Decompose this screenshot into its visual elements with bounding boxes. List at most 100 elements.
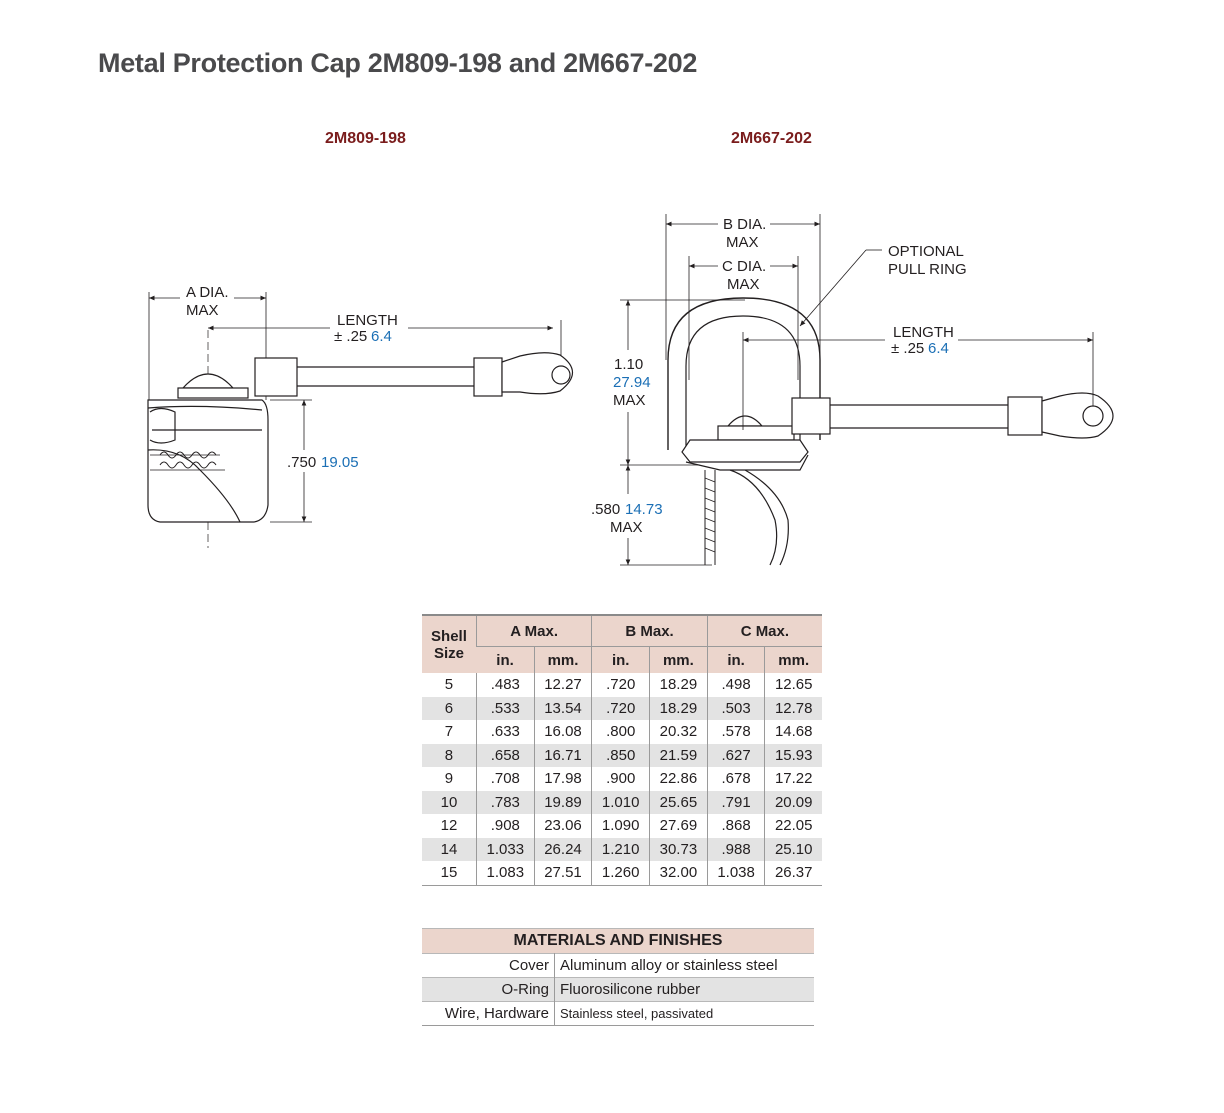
- dimension-cell: 26.37: [764, 861, 822, 886]
- dimension-cell: 1.083: [475, 861, 535, 886]
- dimension-cell: .800: [591, 720, 650, 744]
- material-part: Wire, Hardware: [422, 1001, 555, 1026]
- dimension-cell: .868: [706, 814, 765, 838]
- c-dia-label: C DIA.: [722, 258, 766, 275]
- pull-ring-label: OPTIONAL: [888, 243, 964, 260]
- materials-table: MATERIALS AND FINISHES Cover Aluminum al…: [422, 928, 814, 1026]
- dimension-cell: 1.033: [475, 837, 535, 861]
- dimension-cell: .658: [475, 743, 535, 767]
- unit-header: in.: [591, 646, 650, 673]
- unit-header: mm.: [649, 646, 708, 673]
- material-value: Aluminum alloy or stainless steel: [554, 953, 814, 978]
- dimension-cell: 27.51: [533, 861, 592, 886]
- shell-size-cell: 9: [444, 770, 454, 788]
- dimension-cell: .578: [706, 720, 765, 744]
- dimension-cell: .627: [706, 743, 765, 767]
- shell-size-cell: 5: [444, 676, 454, 694]
- dimension-cell: .720: [591, 673, 650, 697]
- table-row: Wire, Hardware Stainless steel, passivat…: [422, 1001, 814, 1026]
- shell-size-cell: 12: [440, 817, 458, 835]
- shell-size-cell: 7: [444, 723, 454, 741]
- dimension-cell: 25.65: [649, 790, 708, 814]
- dimension-cell: 16.08: [533, 720, 592, 744]
- unit-header: mm.: [764, 646, 822, 673]
- group-header: A Max.: [475, 614, 592, 647]
- dimension-cell: .850: [591, 743, 650, 767]
- dimension-cell: 26.24: [533, 837, 592, 861]
- dimension-cell: 1.010: [591, 790, 650, 814]
- h2-mm: 14.73: [625, 501, 663, 518]
- right-length-label: LENGTH: [893, 324, 954, 341]
- dimension-cell: 12.78: [764, 696, 822, 720]
- table-row: Cover Aluminum alloy or stainless steel: [422, 953, 814, 978]
- dimension-cell: .483: [475, 673, 535, 697]
- unit-header: in.: [476, 646, 535, 673]
- dimension-cell: 19.89: [533, 790, 592, 814]
- drawing-label-2m809-198: 2M809-198: [325, 130, 406, 147]
- dimensions-table: Shell Size A Max. B Max. C Max. in. mm. …: [422, 614, 822, 886]
- dimension-cell: 15.93: [764, 743, 822, 767]
- dimension-cell: 22.86: [649, 767, 708, 791]
- material-value: Stainless steel, passivated: [554, 1001, 814, 1026]
- dimension-cell: .498: [706, 673, 765, 697]
- shell-size-cell: 6: [422, 696, 477, 720]
- dimension-cell: 12.27: [533, 673, 592, 697]
- dimension-cell: 18.29: [649, 696, 708, 720]
- table-row: O-Ring Fluorosilicone rubber: [422, 977, 814, 1002]
- dimension-cell: 21.59: [649, 743, 708, 767]
- cap-drawing-2m809-198: [147, 292, 574, 548]
- b-dia-label: B DIA.: [723, 216, 766, 233]
- dimension-cell: .503: [706, 696, 765, 720]
- dimension-cell: .791: [706, 790, 765, 814]
- dimension-cell: 1.090: [591, 814, 650, 838]
- shell-size-cell: 8: [422, 743, 477, 767]
- dimension-cell: 27.69: [649, 814, 708, 838]
- dimension-cell: 16.71: [533, 743, 592, 767]
- group-header: B Max.: [591, 614, 708, 647]
- dimension-cell: .783: [475, 790, 535, 814]
- dimension-cell: .908: [475, 814, 535, 838]
- material-part: Cover: [422, 953, 555, 978]
- unit-header: mm.: [533, 646, 592, 673]
- dimension-cell: 18.29: [649, 673, 708, 697]
- material-part: O-Ring: [422, 977, 555, 1002]
- dimension-cell: 17.98: [533, 767, 592, 791]
- left-length-tolerance: ± .25: [334, 328, 367, 345]
- right-length-tolerance: ± .25: [891, 340, 924, 357]
- group-header: C Max.: [706, 614, 822, 647]
- right-length-mm: 6.4: [928, 340, 949, 357]
- dimension-cell: 25.10: [764, 837, 822, 861]
- dimension-cell: 20.09: [764, 790, 822, 814]
- dimension-cell: 13.54: [533, 696, 592, 720]
- dimension-cell: 1.210: [591, 837, 650, 861]
- dimension-cell: .678: [706, 767, 765, 791]
- material-value: Fluorosilicone rubber: [554, 977, 814, 1002]
- dimension-cell: 30.73: [649, 837, 708, 861]
- dimension-cell: .720: [591, 696, 650, 720]
- h1-in: 1.10: [614, 356, 643, 373]
- left-height-mm: 19.05: [321, 454, 359, 471]
- materials-header: MATERIALS AND FINISHES: [422, 928, 814, 954]
- dimension-cell: 1.038: [706, 861, 765, 886]
- dimension-cell: .900: [591, 767, 650, 791]
- dimension-cell: 32.00: [649, 861, 708, 886]
- left-height-in: .750: [287, 454, 316, 471]
- a-dia-max-label: MAX: [186, 302, 219, 319]
- a-dia-label: A DIA.: [186, 284, 229, 301]
- dimension-cell: 17.22: [764, 767, 822, 791]
- shell-size-cell: 14: [422, 837, 477, 861]
- h1-max: MAX: [613, 392, 646, 409]
- dimension-cell: 1.260: [591, 861, 650, 886]
- h2-in: .580: [591, 501, 620, 518]
- dimension-cell: .533: [475, 696, 535, 720]
- c-dia-max-label: MAX: [727, 276, 760, 293]
- left-length-mm: 6.4: [371, 328, 392, 345]
